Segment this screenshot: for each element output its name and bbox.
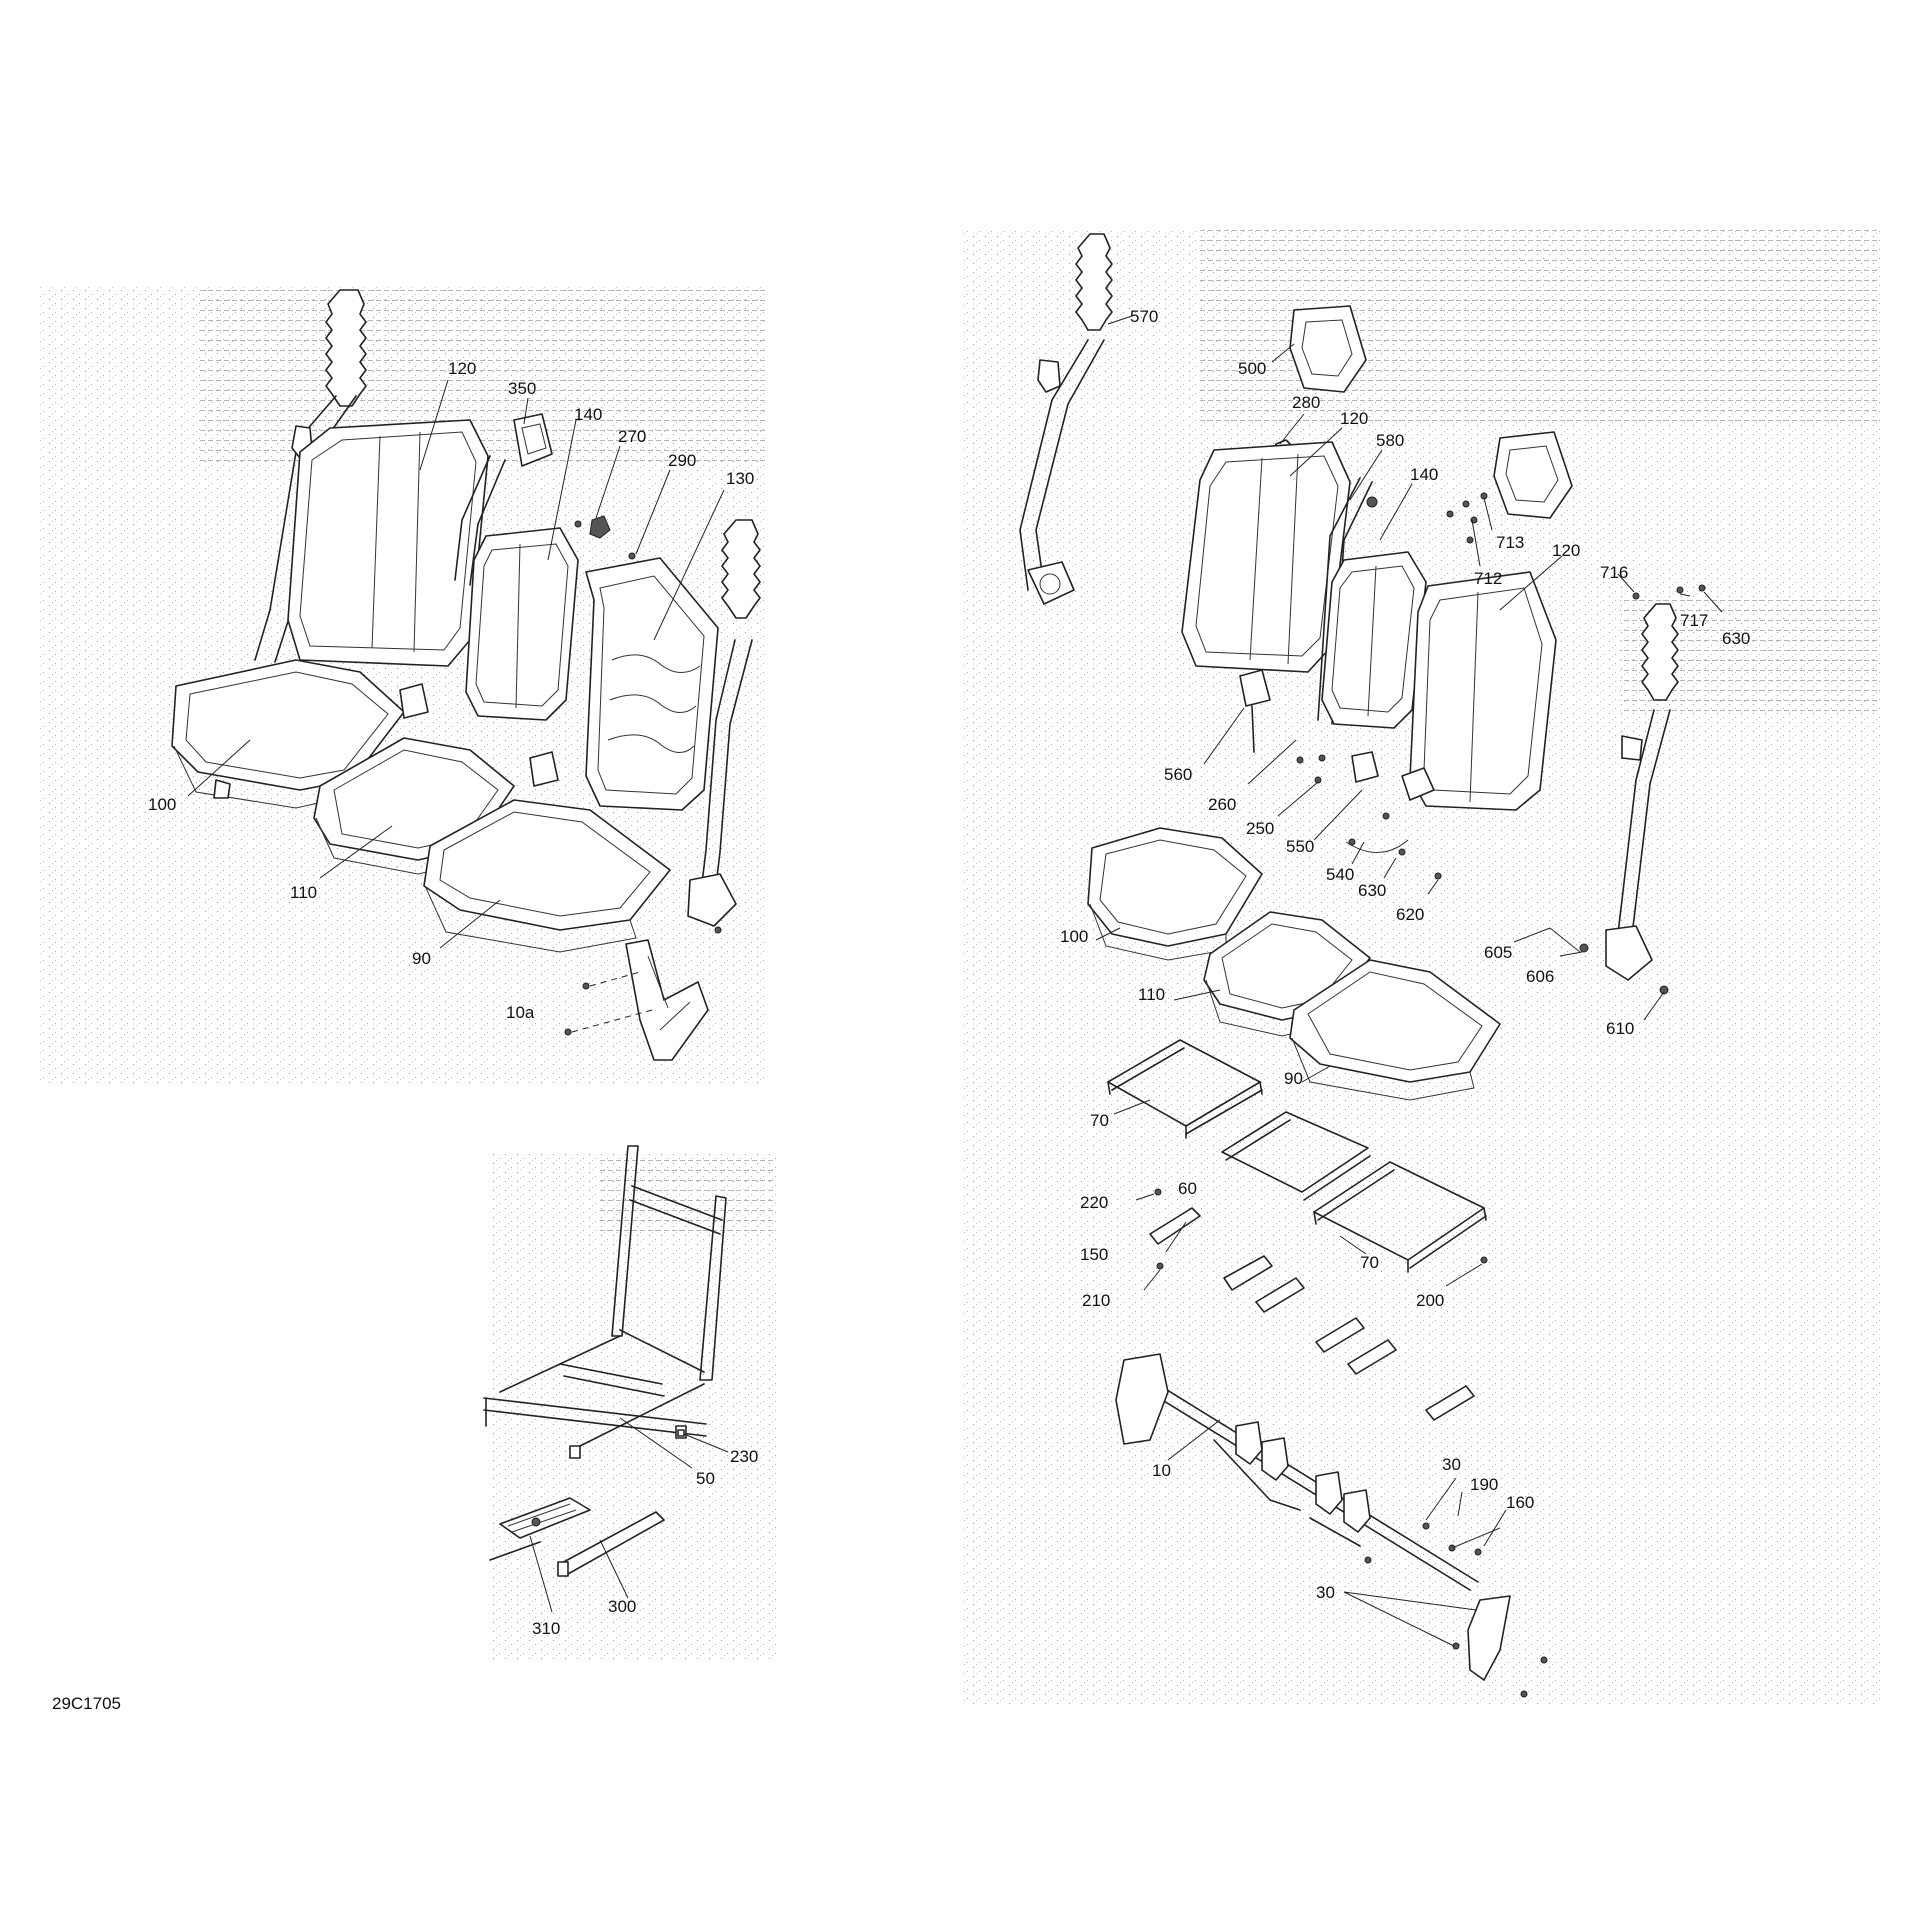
callout-100: 100 — [1060, 927, 1088, 946]
cushion-100 — [1087, 827, 1263, 961]
callout-10a: 10a — [506, 1003, 535, 1022]
part-230 — [677, 1429, 685, 1437]
backrest-120b — [1409, 571, 1557, 811]
callout-210: 210 — [1082, 1291, 1110, 1310]
bracket-10a — [564, 939, 709, 1061]
callout-30b: 30 — [1316, 1583, 1335, 1602]
callout-130: 130 — [726, 469, 754, 488]
callout-606: 606 — [1526, 967, 1554, 986]
right-seatbelt — [1605, 584, 1706, 995]
buckle — [529, 751, 559, 787]
callout-140: 140 — [1410, 465, 1438, 484]
left-seatbelt — [254, 289, 367, 663]
callout-350: 350 — [508, 379, 536, 398]
part-270 — [589, 515, 611, 539]
callout-605: 605 — [1484, 943, 1512, 962]
callout-230: 230 — [730, 1447, 758, 1466]
buckle — [399, 683, 429, 719]
callout-250: 250 — [1246, 819, 1274, 838]
callout-120: 120 — [1340, 409, 1368, 428]
callout-90: 90 — [412, 949, 431, 968]
backrest-120 — [287, 419, 489, 667]
callout-100: 100 — [148, 795, 176, 814]
callout-713: 713 — [1496, 533, 1524, 552]
buckle-540 — [1401, 767, 1435, 801]
frame-50 — [483, 1145, 727, 1459]
headrest-500 — [1289, 305, 1367, 393]
callout-300: 300 — [608, 1597, 636, 1616]
callout-270: 270 — [618, 427, 646, 446]
buckle-560 — [1239, 669, 1271, 707]
callout-290: 290 — [668, 451, 696, 470]
part-290 — [628, 552, 636, 560]
callout-70b: 70 — [1360, 1253, 1379, 1272]
callout-90: 90 — [1284, 1069, 1303, 1088]
callout-280: 280 — [1292, 393, 1320, 412]
left-callouts: 120 350 140 270 290 130 100 110 90 10a — [148, 359, 754, 1022]
callout-560: 560 — [1164, 765, 1192, 784]
headrest — [1493, 431, 1573, 519]
callout-30: 30 — [1442, 1455, 1461, 1474]
frame-callouts: 230 50 310 300 — [529, 1417, 758, 1638]
callout-500: 500 — [1238, 359, 1266, 378]
callout-630: 630 — [1722, 629, 1750, 648]
backrest-140 — [1321, 551, 1427, 729]
callout-50: 50 — [696, 1469, 715, 1488]
frame-70 — [1107, 1039, 1263, 1139]
callout-120: 120 — [448, 359, 476, 378]
frame-detail-panel: 230 50 310 300 — [483, 1145, 776, 1662]
slider-310 — [489, 1497, 591, 1561]
rail-300 — [557, 1511, 665, 1577]
callout-620: 620 — [1396, 905, 1424, 924]
callout-190: 190 — [1470, 1475, 1498, 1494]
callout-110: 110 — [1138, 985, 1165, 1004]
right-callouts: 570 500 280 120 580 140 713 712 120 716 … — [1060, 307, 1750, 1647]
right-assembly-panel: 570 500 280 120 580 140 713 712 120 716 … — [962, 228, 1880, 1704]
callout-630b: 630 — [1358, 881, 1386, 900]
callout-610: 610 — [1606, 1019, 1634, 1038]
latches — [1149, 1188, 1488, 1421]
callout-70: 70 — [1090, 1111, 1109, 1130]
callout-60: 60 — [1178, 1179, 1197, 1198]
backrest-130 — [585, 557, 719, 811]
callout-550: 550 — [1286, 837, 1314, 856]
backrest-140 — [465, 527, 579, 721]
callout-120b: 120 — [1552, 541, 1580, 560]
callout-220: 220 — [1080, 1193, 1108, 1212]
callout-10: 10 — [1152, 1461, 1171, 1480]
callout-540: 540 — [1326, 865, 1354, 884]
callout-712: 712 — [1474, 569, 1502, 588]
seatbelt-570 — [1019, 233, 1113, 605]
left-assembly-panel: 120 350 140 270 290 130 100 110 90 10a — [38, 286, 768, 1084]
callout-570: 570 — [1130, 307, 1158, 326]
callout-150: 150 — [1080, 1245, 1108, 1264]
callout-110: 110 — [290, 883, 317, 902]
callout-200: 200 — [1416, 1291, 1444, 1310]
fasteners-712-713 — [1446, 492, 1488, 544]
middle-seatbelt — [454, 413, 553, 586]
cushion-90 — [423, 799, 671, 953]
callout-716: 716 — [1600, 563, 1628, 582]
main-frame-10 — [1115, 1353, 1548, 1698]
callout-580: 580 — [1376, 431, 1404, 450]
cushion-90 — [1289, 959, 1501, 1101]
callout-140: 140 — [574, 405, 602, 424]
right-seatbelt — [687, 519, 761, 934]
frame-70b — [1313, 1161, 1487, 1273]
frame-60 — [1221, 1111, 1371, 1201]
figure-code: 29C1705 — [52, 1694, 122, 1713]
callout-260: 260 — [1208, 795, 1236, 814]
backrest-120 — [1181, 441, 1351, 673]
callout-717: 717 — [1680, 611, 1708, 630]
buckle-550 — [1351, 751, 1379, 783]
callout-310: 310 — [532, 1619, 560, 1638]
callout-160: 160 — [1506, 1493, 1534, 1512]
